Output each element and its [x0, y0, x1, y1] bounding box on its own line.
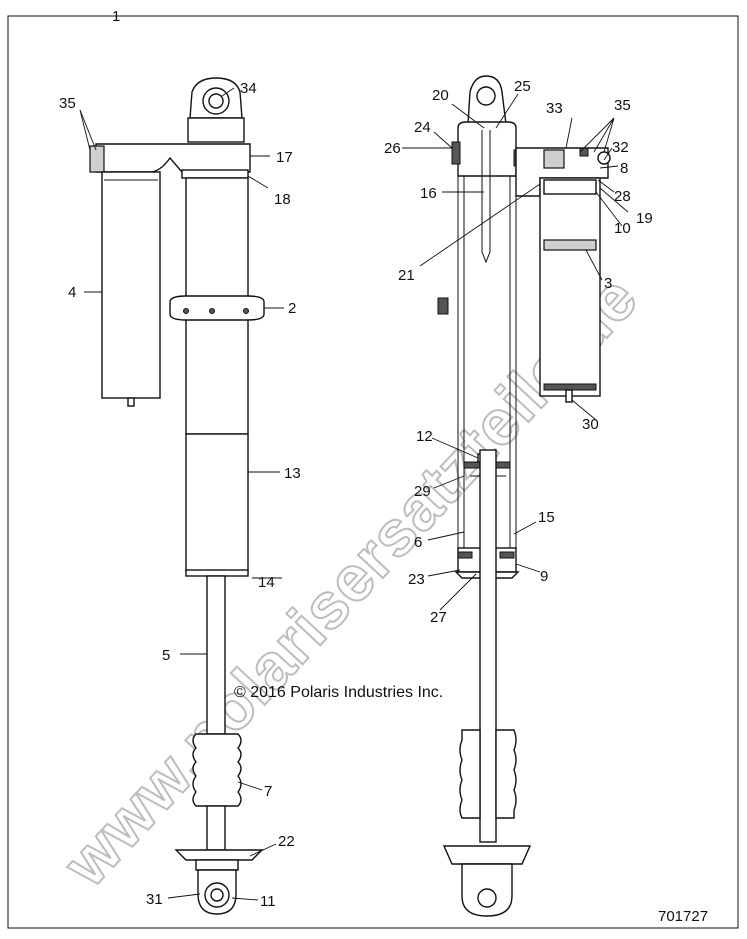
right-shock-cutaway: [437, 75, 611, 917]
callout-14: 14: [258, 574, 275, 591]
cylinder-walls: [457, 176, 517, 568]
callout-13: 13: [284, 465, 301, 482]
bottom-cup: [174, 849, 264, 861]
callout-3: 3: [604, 275, 612, 292]
reservoir-valve: [127, 397, 135, 407]
callout-5: 5: [162, 647, 170, 664]
callout-23: 23: [408, 571, 425, 588]
callout-20: 20: [432, 87, 449, 104]
spring-collar: [169, 295, 265, 321]
floating-piston: [543, 239, 597, 251]
shaft: [206, 575, 226, 735]
callout-6: 6: [414, 534, 422, 551]
callout-26: 26: [384, 140, 401, 157]
callout-1: 1: [112, 8, 120, 25]
cutaway-shaft: [479, 449, 497, 843]
callout-labels: 1 35 34 17 18 4 2 13 14 5 7 22 31 11 20 …: [59, 8, 653, 910]
callout-34: 34: [240, 80, 257, 97]
cutaway-head: [457, 121, 517, 177]
callout-9: 9: [540, 568, 548, 585]
callout-12: 12: [416, 428, 433, 445]
metering-needle: [481, 130, 491, 264]
lower-body: [185, 433, 249, 573]
callout-7: 7: [264, 783, 272, 800]
callout-27: 27: [430, 609, 447, 626]
callout-19: 19: [636, 210, 653, 227]
callout-35-left: 35: [59, 95, 76, 112]
reservoir-body: [101, 171, 161, 399]
callout-25: 25: [514, 78, 531, 95]
callout-4: 4: [68, 284, 76, 301]
callout-22: 22: [278, 833, 295, 850]
cutaway-bottom-cup: [442, 845, 532, 865]
figure-number: 701727: [658, 908, 708, 925]
bottom-seal: [185, 569, 249, 577]
cutaway-bump-stop-right: [495, 729, 517, 819]
cutaway-bump-stop-left: [459, 729, 481, 819]
callout-8: 8: [620, 160, 628, 177]
callout-35-right: 35: [614, 97, 631, 114]
callout-28: 28: [614, 188, 631, 205]
reservoir-hose-fitting: [89, 145, 105, 173]
copyright-text: © 2016 Polaris Industries Inc.: [234, 684, 443, 701]
bearing-ring: [181, 169, 249, 179]
bump-stop: [192, 733, 242, 807]
cutaway-side-port: [451, 141, 461, 165]
callout-31: 31: [146, 891, 163, 908]
callout-11: 11: [260, 893, 276, 910]
callout-18: 18: [274, 191, 291, 208]
callout-2: 2: [288, 300, 296, 317]
callout-15: 15: [538, 509, 555, 526]
callout-30: 30: [582, 416, 599, 433]
callout-32: 32: [612, 139, 629, 156]
cutaway-reservoir-body: [539, 177, 601, 397]
leader-lines: [79, 87, 629, 901]
top-cap: [187, 117, 245, 143]
callout-16: 16: [420, 185, 437, 202]
reservoir-bridge: [95, 143, 251, 173]
left-shock-assembly: [89, 77, 265, 915]
callout-10: 10: [614, 220, 631, 237]
callout-29: 29: [414, 483, 431, 500]
callout-17: 17: [276, 149, 293, 166]
callout-33: 33: [546, 100, 563, 117]
drawing-frame: [7, 15, 739, 929]
callout-24: 24: [414, 119, 431, 136]
callout-21: 21: [398, 267, 415, 284]
